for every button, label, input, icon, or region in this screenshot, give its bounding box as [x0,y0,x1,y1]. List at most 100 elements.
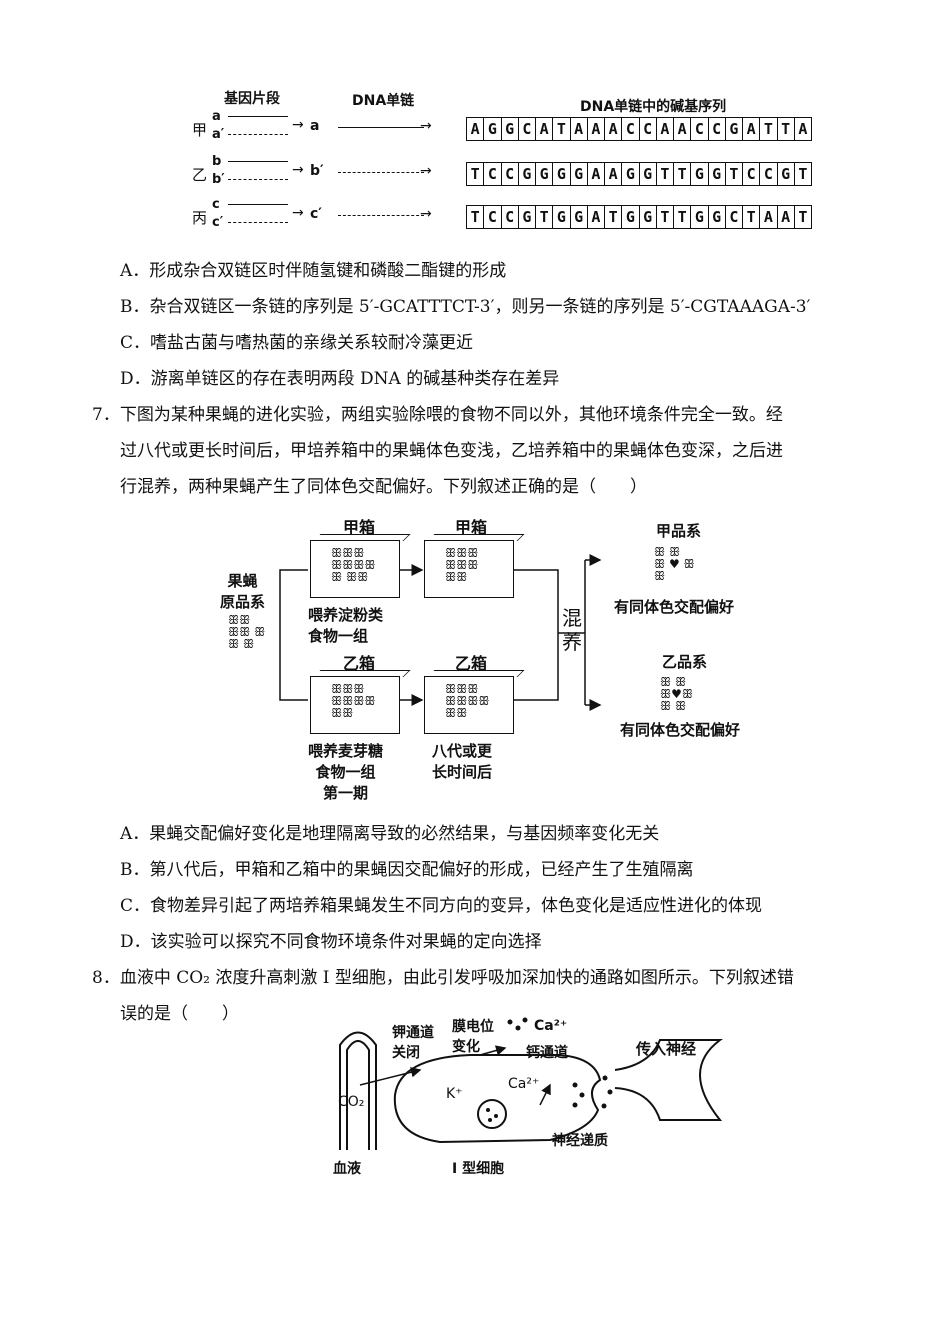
base-cell: G [536,163,554,185]
preference-label-jia: 有同体色交配偏好 [614,598,735,616]
q6-option-a: A．形成杂合双链区时伴随氢键和磷酸二酯键的形成 [120,261,507,281]
base-cell: A [743,118,761,140]
base-cell: T [674,163,692,185]
output-strand-label: a [310,118,320,134]
arrow-head: → [420,206,432,222]
strand-bottom-label: c′ [212,215,224,230]
base-cell: C [709,118,726,140]
single-strand-arrow [338,215,424,216]
q7-stem-line3: 行混养，两种果蝇产生了同体色交配偏好。下列叙述正确的是（ ） [120,477,647,497]
box-jia-label-1: 甲箱 [343,518,376,537]
output-strand-label: c′ [310,206,322,222]
base-cell: A [674,118,692,140]
q7-option-b: B．第八代后，甲箱和乙箱中的果蝇因交配偏好的形成，已经产生了生殖隔离 [120,860,694,880]
strand-bottom-line [228,222,288,223]
base-cell: G [519,206,536,228]
base-cell: A [605,163,623,185]
arrow-head: → [420,118,432,134]
base-cell: C [484,206,502,228]
q6-option-b: B．杂合双链区一条链的序列是 5′-GCATTTCT-3′，则另一条链的序列是 … [120,297,811,317]
gene-fragment-header: 基因片段 [224,91,280,107]
base-cell: A [605,118,623,140]
dna-single-strand-header: DNA单链 [352,93,415,109]
strand-bottom-line [228,179,288,180]
q8-stem-line2: 误的是（ ） [120,1004,239,1024]
food-yi-label: 喂养麦芽糖 食物一组 第一期 [308,742,384,802]
dna-sequence-header: DNA单链中的碱基序列 [580,99,727,115]
base-cell: G [571,163,588,185]
q7-option-c: C．食物差异引起了两培养箱果蝇发生不同方向的变异，体色变化是适应性进化的体现 [120,896,763,916]
arrow-glyph: → [292,117,304,133]
strand-top-label: a [212,109,221,124]
base-cell: T [553,118,571,140]
base-cell: A [778,206,795,228]
base-cell: G [519,163,536,185]
base-cell: C [640,118,657,140]
base-cell: G [553,206,571,228]
strand-top-label: c [212,197,220,212]
base-cell: A [571,118,588,140]
base-cell: A [536,118,554,140]
row-name-label: 甲 [192,121,208,139]
single-strand-arrow [338,127,424,128]
base-cell: C [726,206,743,228]
base-cell: C [484,163,502,185]
base-cell: G [571,206,588,228]
strand-top-line [228,204,288,205]
base-cell: A [657,118,674,140]
q7-option-a: A．果蝇交配偏好变化是地理隔离导致的必然结果，与基因频率变化无关 [120,824,660,844]
base-cell: A [760,206,778,228]
type1-cell-figure [339,1017,723,1150]
arrow-glyph: → [292,205,304,221]
q7-stem-line2: 过八代或更长时间后，甲培养箱中的果蝇体色变浅，乙培养箱中的果蝇体色变深，之后进 [120,441,783,461]
q7-stem-line1: 7．下图为某种果蝇的进化实验，两组实验除喂的食物不同以外，其他环境条件完全一致。… [92,405,783,425]
box-yi-label-1: 乙箱 [343,654,376,673]
base-cell: G [691,163,709,185]
strand-bottom-line [228,134,288,135]
base-cell: A [467,118,485,140]
strain-yi-label: 乙品系 [662,653,708,671]
q8-stem-line1: 8．血液中 CO₂ 浓度升高刺激 I 型细胞，由此引发呼吸加深加快的通路如图所示… [92,968,794,988]
neurotransmitter-label: 神经递质 [552,1133,608,1149]
base-cell: T [778,118,795,140]
origin-strain-label: 果蝇 原品系 [220,572,266,611]
base-cell: T [657,163,674,185]
strand-bottom-label: a′ [212,127,225,142]
output-strand-label: b′ [310,163,324,179]
base-cell: T [605,206,623,228]
base-cell: G [622,206,640,228]
base-cell: G [691,206,709,228]
base-cell: C [622,118,640,140]
base-cell: T [467,206,485,228]
mix-label: 混 养 [562,606,582,654]
ca-ion-label: Ca²⁺ [534,1018,568,1034]
base-cell: G [484,118,502,140]
base-cell: T [743,206,761,228]
strand-top-label: b [212,154,222,169]
row-name-label: 乙 [192,166,208,184]
base-cell: A [588,206,605,228]
membrane-potential-label: 膜电位 变化 [452,1019,494,1055]
strain-jia-label: 甲品系 [656,522,702,540]
base-cell: G [502,118,519,140]
base-cell: C [691,118,709,140]
base-cell: G [553,163,571,185]
k-channel-label: 钾通道 关闭 [392,1025,434,1061]
fruitfly-figure-lines [279,554,602,711]
ca-inner-label: Ca²⁺ [508,1076,540,1092]
afferent-nerve-label: 传入神经 [636,1040,697,1058]
base-cell: A [798,120,808,138]
preference-label-yi: 有同体色交配偏好 [620,721,741,739]
base-cell: G [640,206,657,228]
base-cell: T [657,206,674,228]
strand-top-line [228,116,288,117]
box-jia-label-2: 甲箱 [455,518,488,537]
